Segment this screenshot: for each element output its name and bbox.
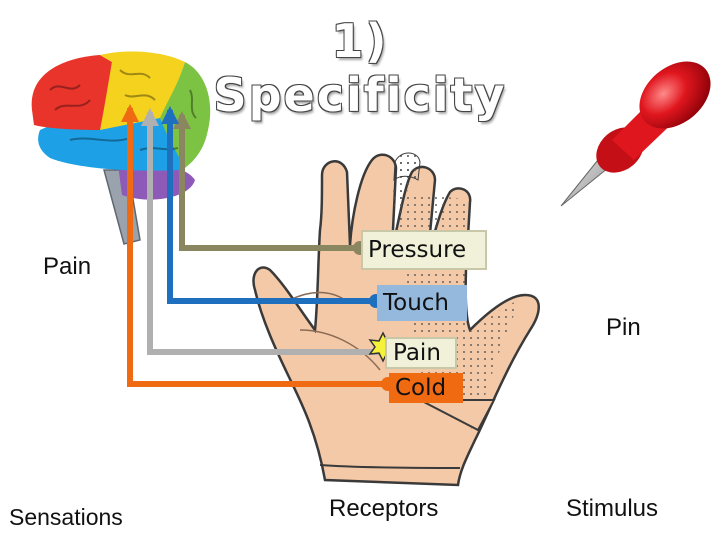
pathway-pressure-arrowhead <box>173 111 191 129</box>
palm-crease-lower <box>299 329 381 371</box>
pathway-pressure <box>179 115 360 251</box>
pin-label: Pin <box>606 314 641 341</box>
brain-cerebellum <box>118 163 195 200</box>
slide-title: 1) Specificity <box>213 14 507 122</box>
pathway-pain-arrowhead <box>141 108 159 126</box>
palm-crease <box>289 291 346 301</box>
receptors-caption: Receptors <box>329 495 439 522</box>
receptor-touch-label: Touch <box>377 285 467 321</box>
finger-dotted-region <box>396 158 416 240</box>
brain-frontal-lobe <box>31 55 112 130</box>
stimulus-caption: Stimulus <box>566 495 659 522</box>
wrist-line <box>319 464 461 469</box>
pathway-touch-arrowhead <box>161 106 179 124</box>
fingertip-dotted-region <box>393 152 421 182</box>
pathway-pain <box>147 112 382 355</box>
pin-head-top <box>639 61 711 129</box>
receptor-cold-label: Cold <box>389 373 463 403</box>
receptor-pressure-label: Pressure <box>361 230 487 270</box>
receptor-pain-label: Pain <box>385 337 457 369</box>
pathway-touch <box>167 110 376 304</box>
pathway-cold <box>127 108 388 387</box>
push-pin-icon <box>560 61 711 207</box>
pain-sensation-label: Pain <box>43 253 92 280</box>
pathway-cold-arrowhead <box>121 104 139 122</box>
brain-folds <box>49 69 197 151</box>
sensations-caption: Sensations <box>9 504 123 530</box>
